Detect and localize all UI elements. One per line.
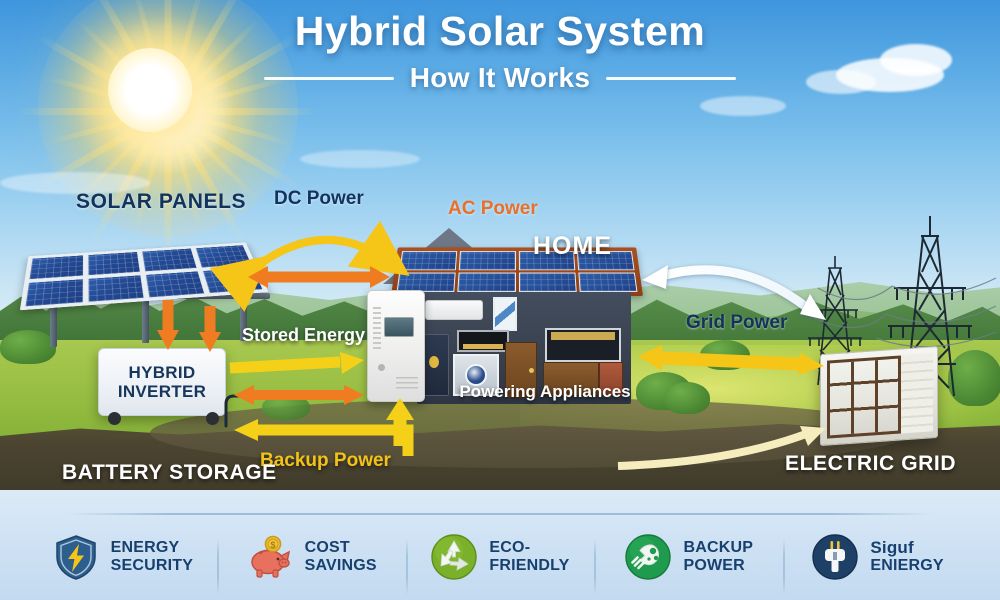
badge-line1: ENERGY: [110, 539, 180, 556]
plug-icon: [811, 533, 859, 581]
sun-icon: [108, 48, 192, 132]
cloud: [700, 96, 786, 116]
badge-label: ENERGY SECURITY: [111, 539, 194, 575]
grid-power-label: Grid Power: [686, 312, 788, 333]
badge-backup-power[interactable]: BACKUP POWER: [594, 533, 783, 595]
house: HOME: [383, 228, 651, 410]
battery-cable: [224, 394, 242, 428]
side-cabinet: [599, 362, 623, 396]
home-label: HOME: [533, 232, 612, 260]
solar-panels-label: SOLAR PANELS: [76, 190, 247, 213]
bush: [948, 350, 1000, 406]
stored-energy-label: Stored Energy: [242, 325, 366, 345]
subtitle-row: How It Works: [0, 62, 1000, 94]
badge-energy-security[interactable]: ENERGY SECURITY: [28, 533, 217, 581]
ac-power-label: AC Power: [448, 198, 538, 219]
cloud: [300, 150, 420, 168]
badge-line1: COST: [304, 539, 350, 556]
inverter-to-home-arrow: [386, 398, 414, 446]
piggy-bank-icon: $: [246, 533, 294, 581]
dc-power-arc-arrow: [209, 220, 410, 312]
fridge-handle: [429, 356, 439, 368]
badge-line2: ENIERGY: [870, 557, 944, 574]
wall-picture: [493, 297, 517, 331]
hybrid-inverter-label-line1: HYBRID: [128, 363, 196, 382]
title-rule-right: [606, 76, 737, 80]
badge-eco-friendly[interactable]: ECO- FRIENDLY: [405, 533, 595, 595]
solar-panel-array: [19, 215, 282, 347]
badge-line1: ECO-: [489, 539, 531, 556]
badge-cost-savings[interactable]: $ COST SAVINGS: [216, 533, 406, 595]
shelf-light: [551, 332, 615, 340]
bush: [0, 330, 56, 364]
tv-stand: [463, 344, 503, 349]
battery-caster-wheel: [108, 412, 121, 425]
page-subtitle: How It Works: [409, 62, 591, 93]
footer-divider: [68, 513, 932, 515]
badge-label: ECO- FRIENDLY: [489, 539, 569, 575]
battery-storage-label: BATTERY STORAGE: [62, 461, 277, 484]
air-conditioner-appliance: [425, 300, 483, 320]
title-rule-left: [263, 76, 394, 80]
cabinet-slats: [901, 353, 933, 434]
grid-exchange-arrow: [638, 345, 824, 375]
dc-power-label: DC Power: [274, 188, 364, 209]
svg-text:$: $: [270, 540, 275, 550]
inverter-label-lines: [396, 377, 418, 389]
badge-line2: SECURITY: [110, 557, 194, 574]
wooden-cabinet: [543, 362, 599, 396]
inverter-display-screen: [384, 317, 414, 337]
backup-to-grid-arrow: [617, 426, 826, 470]
badge-line1: BACKUP: [683, 539, 754, 556]
plug-bulb-icon: [624, 533, 672, 581]
door-knob: [529, 368, 534, 373]
inverter-vents: [373, 307, 381, 351]
washer-drum: [465, 364, 487, 386]
cloud: [0, 172, 150, 194]
stored-energy-arrow: [229, 352, 364, 374]
inverter-exchange-arrow: [234, 385, 364, 405]
badge-label: BACKUP POWER: [683, 539, 753, 575]
badge-label: COST SAVINGS: [305, 539, 377, 575]
wall-inverter-unit: [367, 290, 425, 402]
badge-line2: FRIENDLY: [489, 557, 570, 574]
inverter-indicator: [378, 364, 385, 371]
dc-power-straight-arrow: [248, 266, 390, 288]
page-title: Hybrid Solar System: [294, 8, 706, 54]
hybrid-inverter-unit: HYBRID INVERTER: [98, 348, 226, 416]
shield-bolt-icon: [52, 533, 100, 581]
power-lines: [809, 277, 997, 348]
panels-to-battery-arrows: [157, 300, 221, 352]
house-interior: [417, 292, 631, 404]
badge-line2: SAVINGS: [304, 557, 377, 574]
hybrid-inverter-label-line2: INVERTER: [117, 382, 207, 401]
recycle-icon: [430, 533, 478, 581]
benefit-badges: ENERGY SECURITY $: [0, 518, 1000, 596]
badge-line2: POWER: [683, 557, 745, 574]
badge-label: Siguf ENIERGY: [870, 539, 943, 575]
backup-power-arrow: [234, 419, 414, 456]
cloud: [806, 70, 876, 94]
backup-power-label: Backup Power: [260, 450, 391, 471]
badge-line1: Siguf: [870, 538, 914, 557]
powering-appliances-label: Powering Appliances: [459, 382, 631, 401]
badge-smart-energy[interactable]: Siguf ENIERGY: [783, 533, 972, 595]
cloud: [880, 44, 952, 76]
grid-power-arrow: [642, 265, 826, 320]
battery-caster-wheel: [206, 412, 219, 425]
bush: [664, 382, 710, 414]
electric-grid-label: ELECTRIC GRID: [785, 452, 957, 475]
